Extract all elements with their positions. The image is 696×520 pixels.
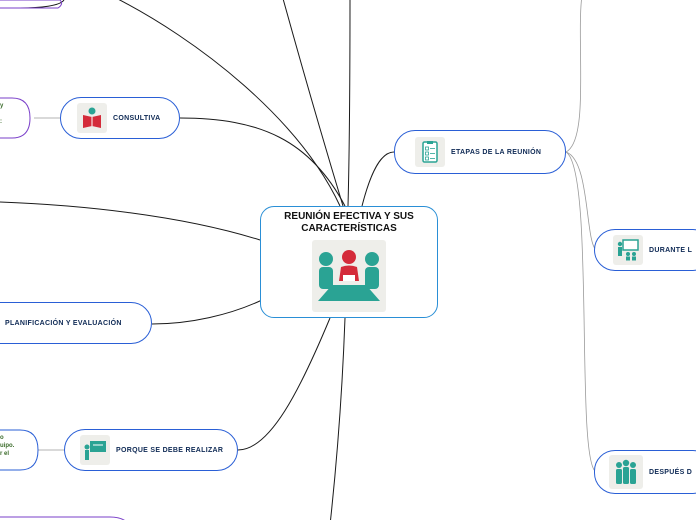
branch-planificacion[interactable]: PLANIFICACIÓN Y EVALUACIÓN bbox=[0, 302, 152, 344]
link-etapas-top bbox=[565, 0, 582, 153]
branch-consultiva[interactable]: CONSULTIVA bbox=[60, 97, 180, 139]
central-topic-title: REUNIÓN EFECTIVA Y SUS CARACTERÍSTICAS bbox=[284, 211, 414, 234]
branch-etapas[interactable]: ETAPAS DE LA REUNIÓN bbox=[394, 130, 566, 174]
link-etapas-despues bbox=[565, 151, 597, 473]
meeting-icon bbox=[312, 240, 386, 312]
link-etapas-durante bbox=[565, 151, 597, 251]
reading-person-icon bbox=[77, 103, 107, 133]
central-topic-node[interactable]: REUNIÓN EFECTIVA Y SUS CARACTERÍSTICAS bbox=[260, 206, 438, 318]
link-consultiva bbox=[179, 117, 346, 207]
branch-planificacion-label: PLANIFICACIÓN Y EVALUACIÓN bbox=[5, 319, 122, 327]
consultiva-side-line-3: : bbox=[0, 119, 2, 125]
branch-despues[interactable]: DESPUÉS D bbox=[594, 450, 696, 494]
branch-etapas-label: ETAPAS DE LA REUNIÓN bbox=[451, 148, 542, 156]
side-box-consultiva bbox=[0, 97, 31, 139]
branch-consultiva-label: CONSULTIVA bbox=[113, 114, 161, 122]
link-etapas bbox=[361, 151, 395, 207]
checklist-icon bbox=[415, 137, 445, 167]
consultiva-side-line-1: y bbox=[0, 103, 4, 109]
link-porque bbox=[237, 317, 331, 451]
link-top-left bbox=[118, 0, 341, 207]
consultiva-side-line-2 bbox=[0, 110, 10, 118]
branch-durante[interactable]: DURANTE L bbox=[594, 229, 696, 271]
side-box-bottom bbox=[0, 516, 125, 520]
classroom-icon bbox=[613, 235, 643, 265]
link-top-left-box bbox=[19, 0, 65, 9]
branch-porque-label: PORQUE SE DEBE REALIZAR bbox=[116, 446, 224, 454]
link-top-2 bbox=[347, 0, 351, 207]
link-bottom bbox=[330, 317, 346, 520]
porque-side-line-2: uipo. bbox=[0, 443, 15, 449]
side-box-porque bbox=[0, 429, 39, 471]
link-top-1 bbox=[282, 0, 344, 207]
group-people-icon bbox=[609, 455, 643, 489]
side-box-top-left bbox=[0, 0, 63, 9]
link-left-mid bbox=[0, 201, 261, 241]
porque-side-text: o uipo. r el bbox=[0, 434, 22, 458]
porque-side-line-3: r el bbox=[0, 451, 10, 457]
link-planificacion bbox=[151, 299, 263, 325]
branch-despues-label: DESPUÉS D bbox=[649, 468, 693, 476]
porque-side-line-1: o bbox=[0, 435, 4, 441]
presenter-icon bbox=[80, 435, 110, 465]
branch-durante-label: DURANTE L bbox=[649, 246, 693, 254]
consultiva-side-text: y : bbox=[0, 102, 10, 126]
branch-porque[interactable]: PORQUE SE DEBE REALIZAR bbox=[64, 429, 238, 471]
